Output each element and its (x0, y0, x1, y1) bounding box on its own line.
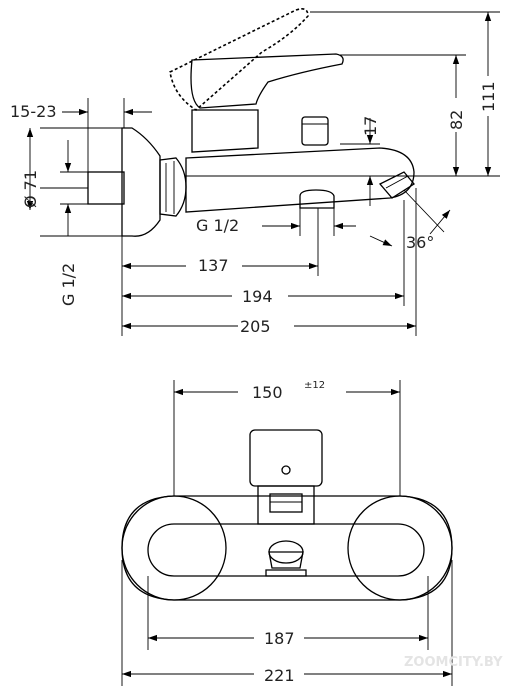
wall-rosette (121, 127, 161, 237)
front-knob-dot (281, 465, 291, 475)
dim-205: 205 (240, 317, 271, 336)
front-body-outer (121, 495, 453, 601)
dim-221: 221 (264, 666, 295, 685)
dim-194: 194 (242, 287, 273, 306)
dim-tolerance: ±12 (304, 380, 325, 391)
rosette-left (121, 495, 227, 601)
dim-187: 187 (264, 629, 295, 648)
dim-wall-offset: 15-23 (10, 102, 57, 121)
outlet-adapter (299, 189, 335, 209)
lever-handle (190, 53, 344, 109)
dim-diameter: Ø 71 (21, 170, 40, 208)
side-view: 15-23 Ø 71 G 1/2 G 1/2 137 194 205 17 82 (10, 8, 500, 336)
front-neck (257, 485, 315, 525)
diverter-knob (301, 116, 329, 146)
dim-inlet-thread: G 1/2 (59, 263, 78, 306)
front-view: 150 ±12 187 221 (121, 378, 453, 686)
dim-angle: 36° (406, 233, 434, 252)
lever-alternate-position (169, 8, 309, 111)
dim-150: 150 (252, 383, 283, 402)
cartridge-housing (191, 109, 259, 153)
dim-137: 137 (198, 256, 229, 275)
dim-82: 82 (447, 110, 466, 130)
inlet-pipe (87, 171, 125, 205)
front-cartridge (249, 429, 323, 487)
dim-outlet-thread: G 1/2 (196, 216, 239, 235)
front-diverter (269, 493, 303, 513)
union-nut (159, 157, 187, 217)
rosette-right (347, 495, 453, 601)
dim-111: 111 (479, 81, 498, 112)
dim-17: 17 (361, 116, 380, 136)
watermark: ZOOMCITY.BY (404, 655, 503, 670)
